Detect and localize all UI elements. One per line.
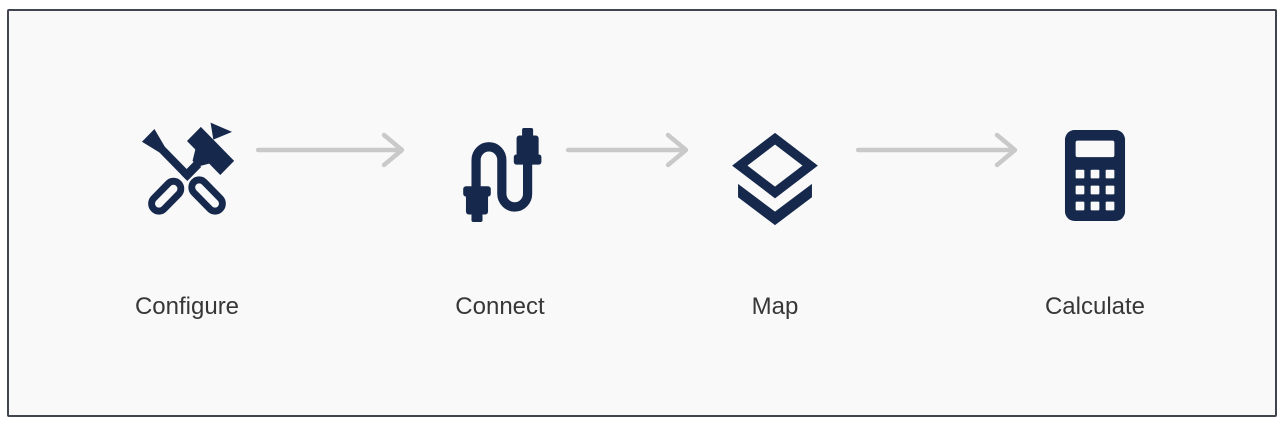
flow-step-configure: Configure — [97, 122, 277, 322]
flow-step-connect: Connect — [410, 123, 590, 322]
calculator-icon — [1064, 129, 1126, 221]
step-label: Connect — [455, 293, 545, 320]
step-label: Calculate — [1044, 293, 1146, 320]
arrow-right-icon — [255, 132, 405, 168]
step-label: Configure — [134, 293, 240, 320]
flow-step-calculate: Calculate — [1005, 123, 1185, 322]
cable-icon — [463, 128, 542, 222]
tools-icon — [141, 122, 235, 215]
arrow-right-icon — [565, 132, 689, 168]
flow-step-map: Map — [685, 123, 865, 322]
step-label: Map — [751, 293, 799, 320]
flow-panel: Configure Connect — [7, 9, 1277, 417]
layers-icon — [732, 132, 818, 226]
arrow-right-icon — [855, 132, 1018, 168]
